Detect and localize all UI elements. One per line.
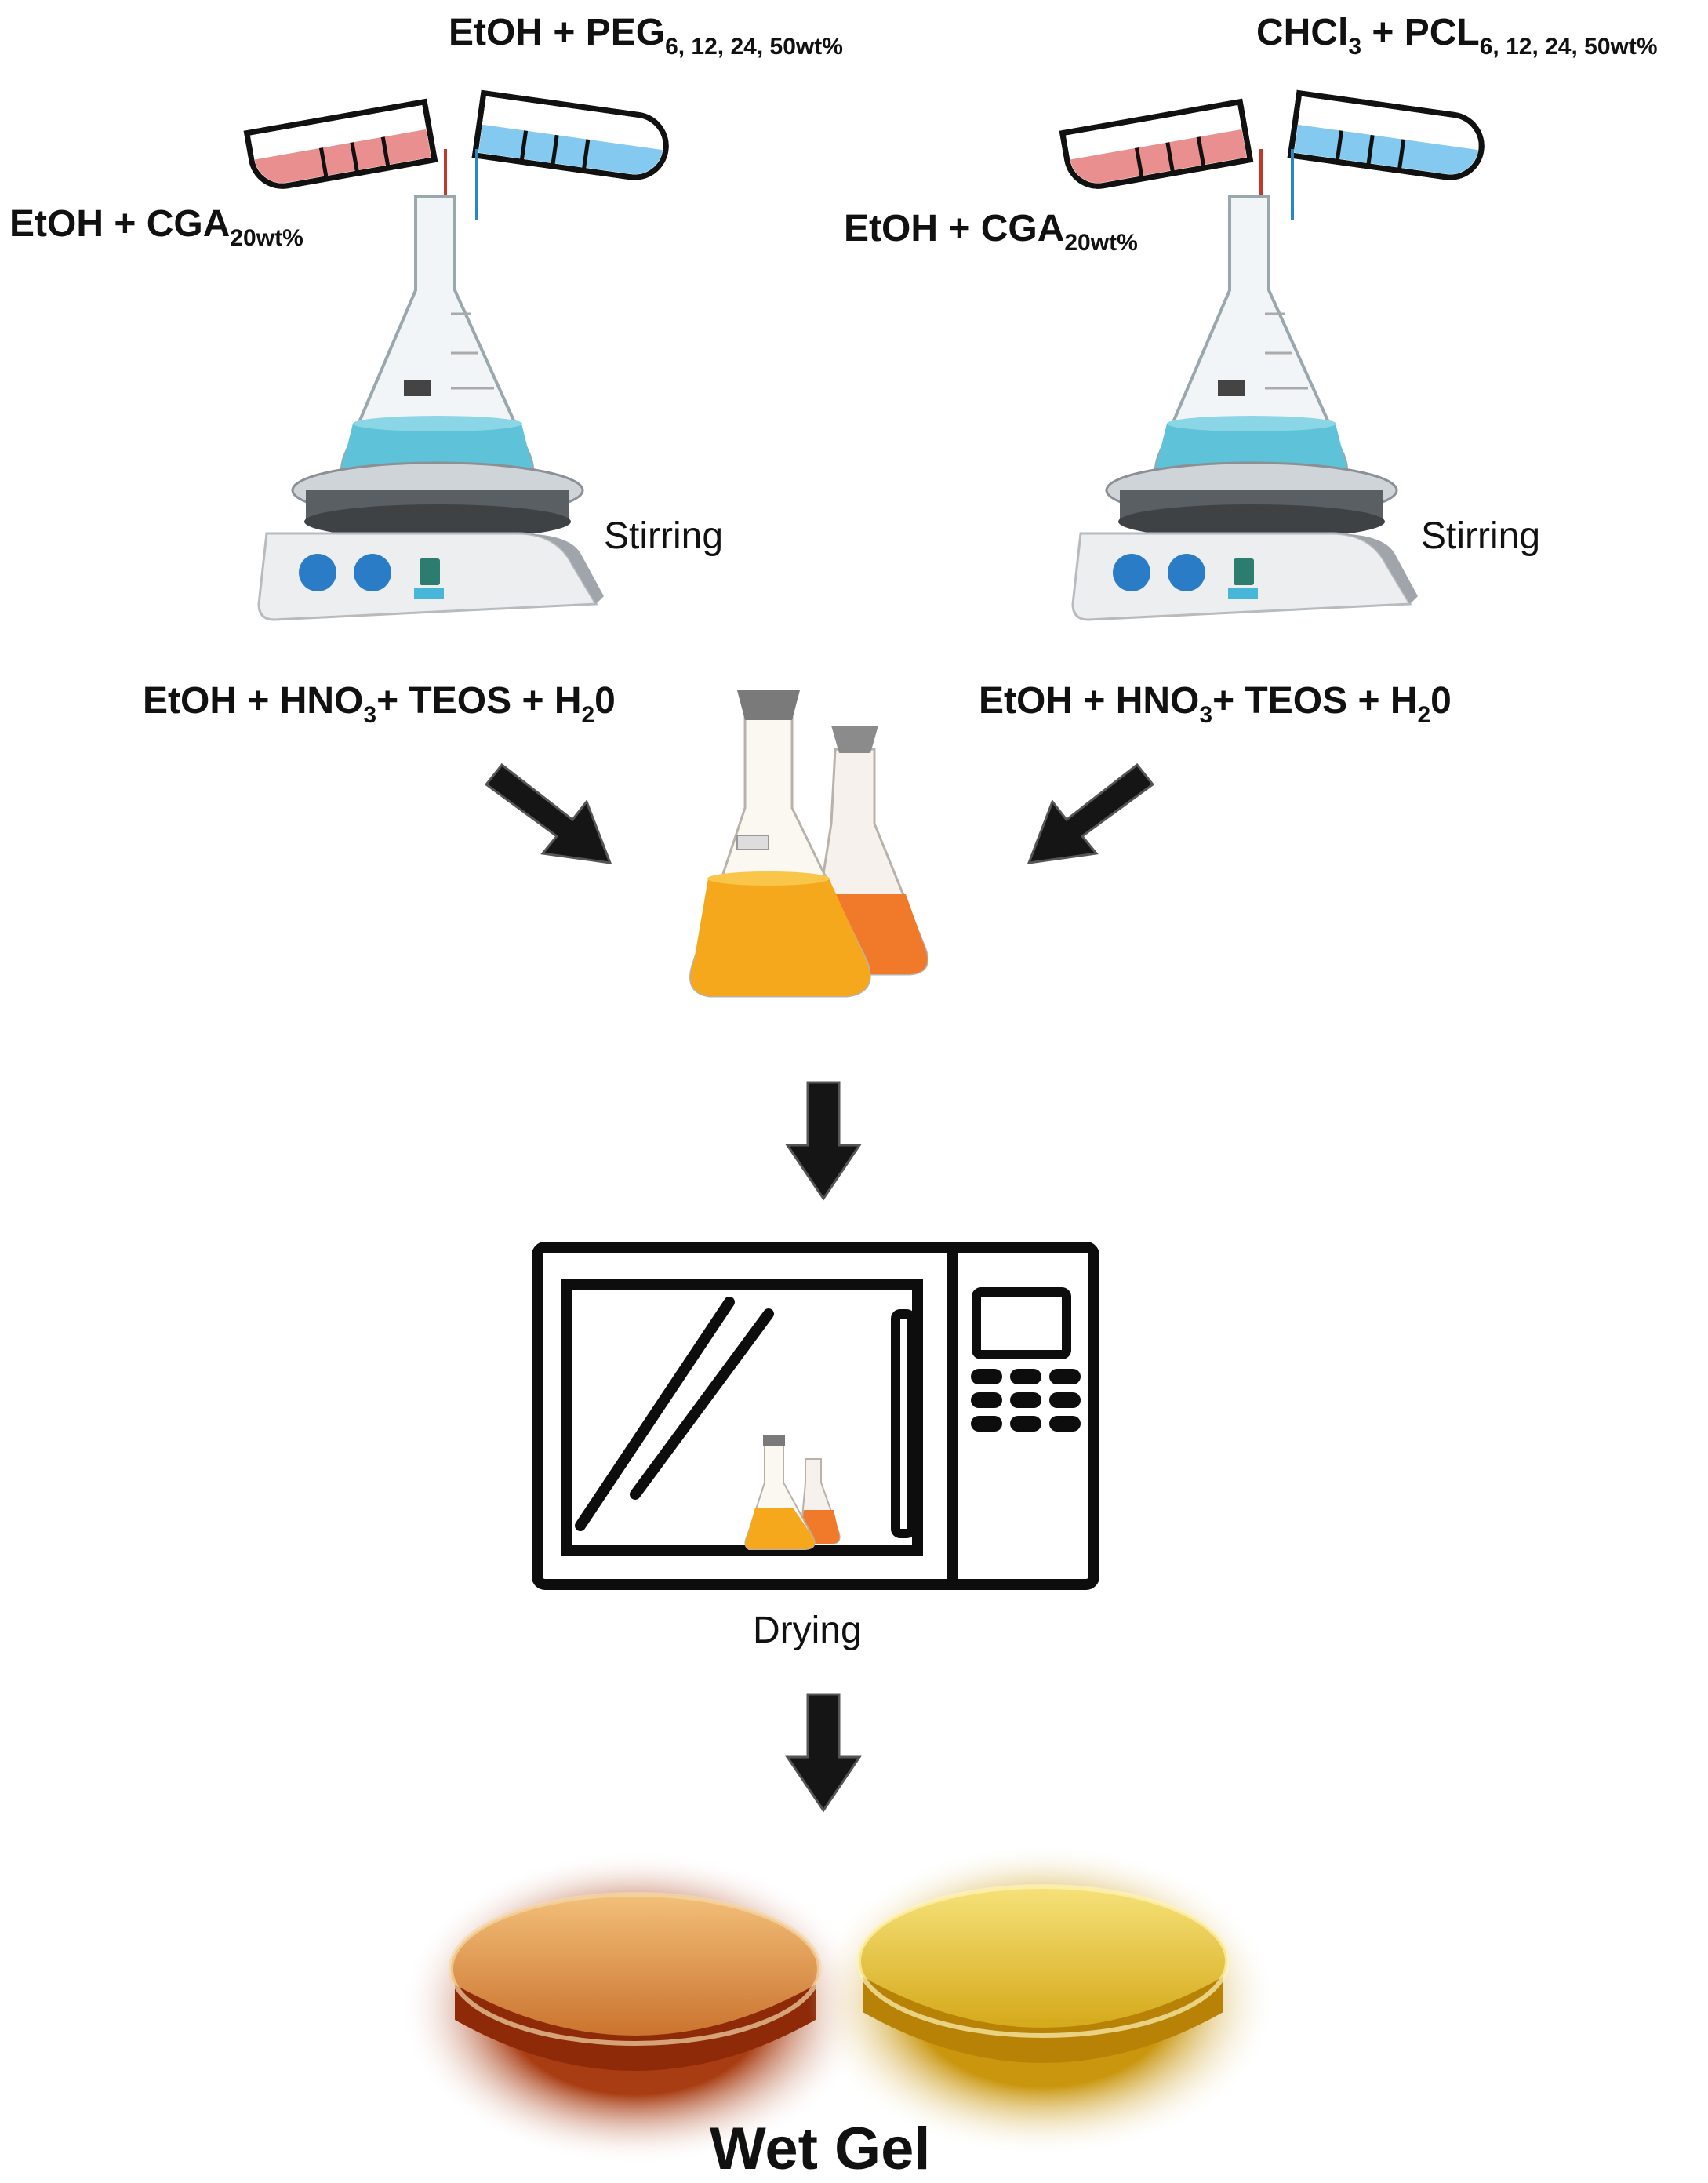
- wet-gel-dishes-image: [400, 1843, 1278, 2165]
- right-magnetic-stirrer: [1071, 195, 1418, 621]
- right-stirring-label: Stirring: [1421, 515, 1541, 557]
- right-additive-label: EtOH + HNO3+ TEOS + H20: [979, 680, 1452, 728]
- left-stirring-label: Stirring: [604, 515, 724, 557]
- wet-gel-title: Wet Gel: [710, 2116, 931, 2182]
- down-arrow-2-icon: [785, 1693, 862, 1813]
- down-arrow-1-icon: [785, 1081, 862, 1201]
- drying-oven-icon: [532, 1242, 1099, 1590]
- left-additive-label: EtOH + HNO3+ TEOS + H20: [143, 680, 616, 728]
- drying-label: Drying: [753, 1610, 862, 1651]
- right-red-test-tube: [1059, 98, 1254, 189]
- left-magnetic-stirrer: [257, 195, 604, 621]
- right-diagonal-arrow-icon: [1027, 762, 1155, 864]
- right-red-tube-label: EtOH + CGA20wt%: [844, 208, 1138, 256]
- mixed-solution-flasks: [689, 690, 928, 998]
- right-blue-tube-label: CHCl3 + PCL6, 12, 24, 50wt%: [1256, 12, 1658, 60]
- left-red-tube-label: EtOH + CGA20wt%: [9, 203, 303, 251]
- left-blue-test-tube: [471, 89, 669, 180]
- left-diagonal-arrow-icon: [484, 762, 612, 864]
- left-blue-tube-label: EtOH + PEG6, 12, 24, 50wt%: [449, 12, 843, 60]
- left-red-test-tube: [243, 98, 438, 189]
- right-blue-test-tube: [1287, 89, 1485, 180]
